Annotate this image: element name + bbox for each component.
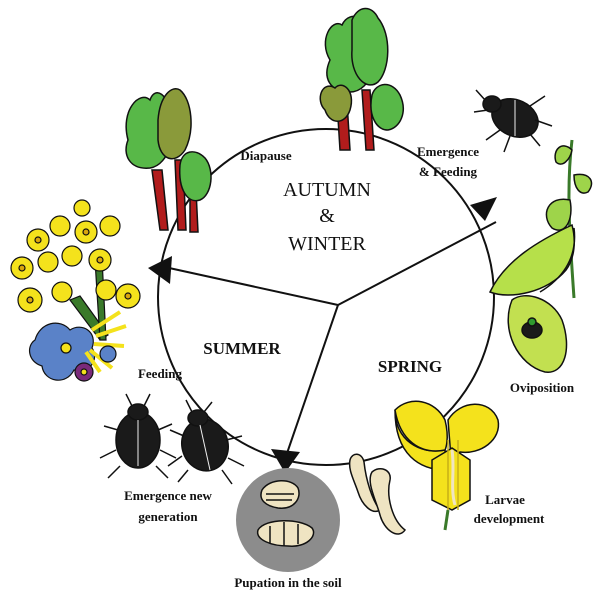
label-emergence-new-1: Emergence new (124, 488, 212, 503)
plant-leaf-icon (490, 140, 592, 372)
flower-bouquet-icon (11, 200, 140, 381)
season-amp: & (319, 205, 335, 227)
season-summer: SUMMER (203, 339, 281, 358)
season-winter: WINTER (288, 233, 366, 255)
beetle-pair-icon (100, 394, 244, 484)
label-diapause: Diapause (240, 148, 292, 163)
label-larvae-2: development (474, 511, 545, 526)
label-pupation: Pupation in the soil (234, 575, 342, 590)
label-oviposition: Oviposition (510, 380, 575, 395)
label-emergence-feeding-1: Emergence (417, 144, 479, 159)
label-feeding: Feeding (138, 366, 183, 381)
season-spring: SPRING (378, 357, 442, 376)
label-larvae-1: Larvae (485, 492, 525, 507)
larva-icon (350, 454, 405, 534)
label-emergence-new-2: generation (138, 509, 198, 524)
label-emergence-feeding-2: & Feeding (419, 164, 478, 179)
season-autumn: AUTUMN (283, 179, 371, 201)
beetle-icon (474, 90, 552, 152)
arrow-to-diapause (148, 256, 172, 284)
pupa-icon (236, 468, 340, 572)
